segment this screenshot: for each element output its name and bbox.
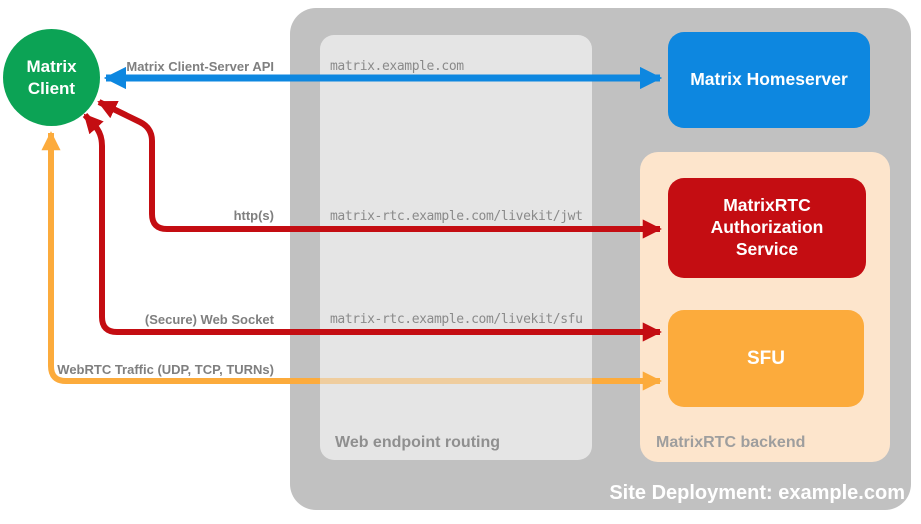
matrixrtc-authorization-service-node: MatrixRTC Authorization Service xyxy=(668,178,866,278)
https-arrow-label: http(s) xyxy=(233,208,274,223)
site-deployment-label: Site Deployment: example.com xyxy=(609,482,905,504)
webrtc-traffic-arrow-start xyxy=(41,131,320,384)
endpoint-url-homeserver: matrix.example.com xyxy=(330,59,464,74)
websocket-arrow-label: (Secure) Web Socket xyxy=(144,312,274,327)
client-server-api-arrow-label: Matrix Client-Server API xyxy=(126,59,274,74)
web-endpoint-routing-label: Web endpoint routing xyxy=(335,434,501,451)
matrixrtc-backend-label: MatrixRTC backend xyxy=(656,434,806,451)
matrix-client-node: Matrix Client xyxy=(3,29,100,126)
webrtc-traffic-arrow-label: WebRTC Traffic (UDP, TCP, TURNs) xyxy=(57,362,274,377)
sfu-node: SFU xyxy=(668,310,864,407)
endpoint-url-livekit-sfu: matrix-rtc.example.com/livekit/sfu xyxy=(330,312,583,327)
matrix-homeserver-node: Matrix Homeserver xyxy=(668,32,870,128)
web-endpoint-routing-box: Web endpoint routing xyxy=(320,35,592,460)
endpoint-url-livekit-jwt: matrix-rtc.example.com/livekit/jwt xyxy=(330,209,583,224)
